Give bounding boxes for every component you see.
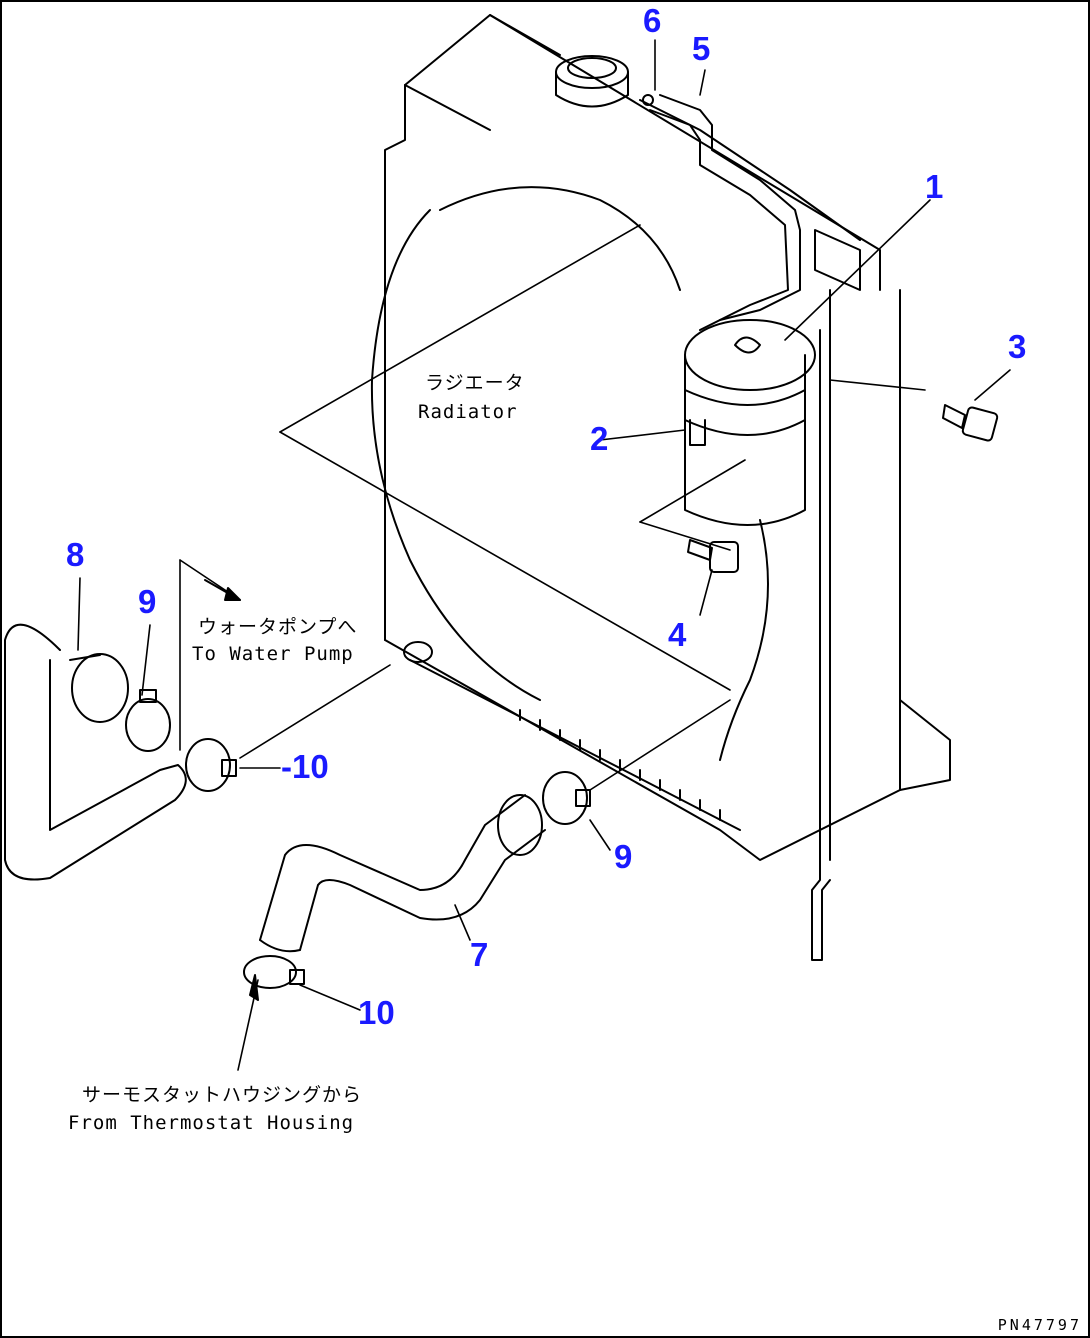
callout-10b: 10 xyxy=(358,994,395,1031)
clamp-9b xyxy=(542,771,591,825)
figure-code: PN47797 xyxy=(997,1316,1082,1334)
callout-7: 7 xyxy=(470,936,489,973)
callout-1: 1 xyxy=(925,168,944,205)
radiator-label-en: Radiator xyxy=(418,401,518,423)
clamp-9a xyxy=(125,689,171,752)
callout-5: 5 xyxy=(692,30,711,67)
reservoir-tank xyxy=(684,319,816,526)
flow-arrow-from-thermostat xyxy=(249,974,259,1001)
overflow-pipe xyxy=(642,94,801,331)
callout-8: 8 xyxy=(66,536,85,573)
callout-9a: 9 xyxy=(138,583,157,620)
callout-6: 6 xyxy=(643,2,662,39)
callout-4: 4 xyxy=(668,616,687,653)
radiator-cap xyxy=(555,55,629,108)
to-pump-label-en: To Water Pump xyxy=(192,643,354,665)
from-thermostat-label-jp: サーモスタットハウジングから xyxy=(82,1084,363,1106)
radiator-bottom-fins xyxy=(403,641,741,831)
clamp-10b xyxy=(243,955,305,989)
flow-arrow-to-pump xyxy=(204,579,241,601)
radiator-label-jp: ラジエータ xyxy=(425,372,525,394)
hose-8 xyxy=(4,623,187,881)
hose-7 xyxy=(259,794,546,953)
callout-9b: 9 xyxy=(614,838,633,875)
to-pump-label-jp: ウォータポンプへ xyxy=(198,616,358,638)
radiator-body xyxy=(370,186,951,961)
from-thermostat-label-en: From Thermostat Housing xyxy=(68,1112,355,1134)
radiator-top-tank xyxy=(384,14,881,641)
callout-2: 2 xyxy=(590,420,609,457)
clamp-10a xyxy=(185,738,237,792)
bolt-3 xyxy=(942,404,999,442)
leader-lines xyxy=(77,39,1011,1071)
callout-3: 3 xyxy=(1008,328,1027,365)
bolt-4 xyxy=(687,539,739,573)
callout-10a: -10 xyxy=(281,748,329,785)
